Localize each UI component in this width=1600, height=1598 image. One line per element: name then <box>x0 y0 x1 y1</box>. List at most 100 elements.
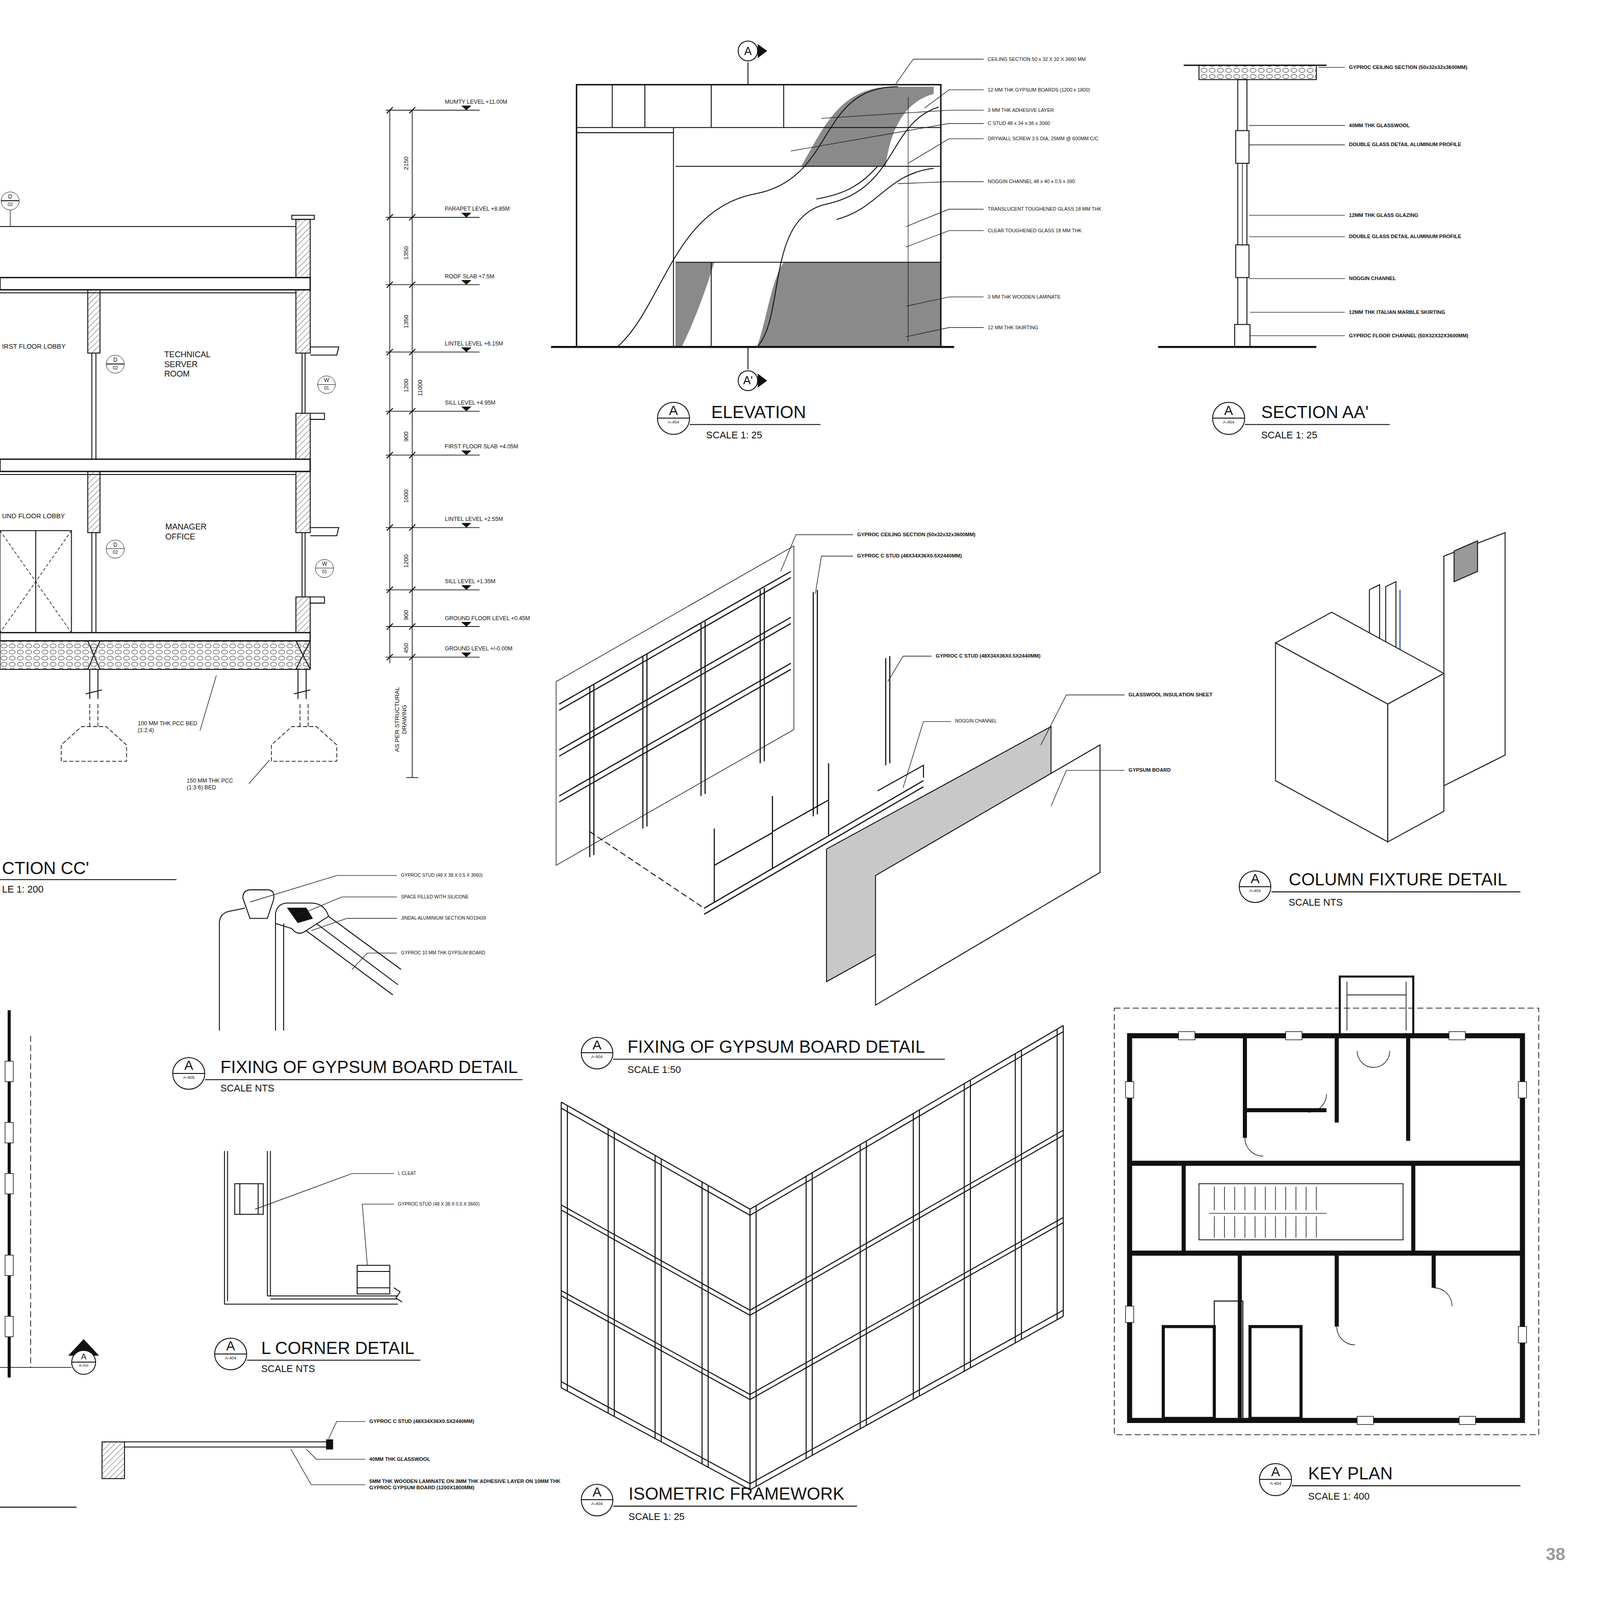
leader-line <box>790 123 984 152</box>
drawing-marker: AA-404 <box>580 1483 614 1517</box>
drawing-title: L CORNER DETAIL <box>261 1337 415 1359</box>
callout: 12 MM THK GYPSUM BOARDS (1200 x 1800) <box>987 87 1090 93</box>
elevation-element <box>576 127 941 129</box>
frame-member <box>970 1079 971 1368</box>
divider-line <box>1 200 19 202</box>
leader-line <box>924 89 984 109</box>
frame-member <box>560 1101 562 1388</box>
callout-holder: GYPROC STUD (48 X 38 X 0.5 X 3660) <box>400 872 483 879</box>
leader-lines <box>10 59 1346 1485</box>
key-plan-element <box>1209 1186 1327 1238</box>
leader-line <box>1249 278 1346 279</box>
partial-plan <box>0 1010 98 1378</box>
frame-member <box>613 1131 615 1417</box>
callout: NOGGIN CHANNEL <box>1348 275 1396 282</box>
l-corner-element <box>357 1264 390 1294</box>
wall-plan-detail-element <box>101 1441 125 1479</box>
callout: 12MM THK GLASS GLAZING <box>1348 212 1419 219</box>
callout-holder: GYPROC CEILING SECTION (50x32x32x3600MM) <box>857 531 976 538</box>
gypsum-fixing-nts <box>219 889 401 1031</box>
dimension: 11000 <box>416 379 424 396</box>
gypsum-fixing-iso-element <box>556 545 794 865</box>
leader-line <box>1250 335 1345 336</box>
gypsum-fixing-iso-element <box>589 831 704 909</box>
scale-note-holder: LE 1: 200 <box>2 883 44 896</box>
key-plan <box>1114 976 1539 1435</box>
key-plan-element <box>1239 1252 1434 1421</box>
leader-line <box>352 952 398 970</box>
key-plan-element <box>1339 976 1414 1036</box>
l-corner-element <box>234 1183 263 1214</box>
leader-line <box>1051 770 1125 806</box>
level-label-holder: GROUND LEVEL +/-0.00M <box>445 645 513 653</box>
elevation-element <box>617 86 898 347</box>
level-column-element <box>389 110 391 663</box>
section-cc-element <box>310 346 339 355</box>
elevation-element <box>675 262 715 347</box>
callout: JINDAL ALUMINIUM SECTION NO19439 <box>400 915 486 921</box>
sheet-number: 01 <box>323 384 329 394</box>
callout-holder: DRYWALL SCREW 3.5 DIA, 25MM @ 600MM C/C <box>987 135 1099 142</box>
leader-line <box>306 1448 366 1460</box>
section-cc-element <box>87 471 101 533</box>
key-plan-element <box>1250 1326 1302 1419</box>
section-cc-element <box>304 353 306 414</box>
key-plan-element <box>1459 1416 1476 1425</box>
drawing-marker: AA-405 <box>172 1057 205 1090</box>
section-cc-element <box>85 669 311 699</box>
drawing-marker: AA-404 <box>1259 1462 1292 1496</box>
gypsum-fixing-iso-element <box>877 765 924 791</box>
section-cc-element <box>295 413 311 460</box>
gypsum-fixing-nts-element <box>287 908 313 923</box>
callout: SPACE FILLED WITH SILICONE <box>400 894 469 900</box>
title-underlines-element <box>1245 423 1390 425</box>
drawing-title: FIXING OF GYPSUM BOARD DETAIL <box>220 1056 519 1078</box>
divider-line <box>657 417 689 419</box>
column-fixture-element <box>1453 540 1478 582</box>
elevation-element <box>644 84 646 128</box>
column-fixture-element <box>1443 532 1506 786</box>
leader-line <box>905 296 984 306</box>
divider-line <box>1259 1478 1291 1480</box>
marker-letter: A <box>669 403 679 418</box>
callout: DOUBLE GLASS DETAIL ALUMINUM PROFILE <box>1348 233 1462 240</box>
level-column-element <box>461 652 472 658</box>
marker-letter: W <box>321 559 328 568</box>
level-label: GROUND FLOOR LEVEL +0.45M <box>445 615 531 622</box>
dimension: 900 <box>402 431 410 442</box>
drawing-marker: AA-404 <box>580 1036 614 1070</box>
section-cc-element <box>310 527 339 536</box>
l-corner-element <box>357 1271 390 1288</box>
key-plan-element <box>1356 1416 1374 1425</box>
leader-line <box>290 1448 366 1485</box>
callout: C STUD 48 x 34 x 36 x 3060 <box>987 120 1050 127</box>
page-number-holder: 38 <box>1545 1543 1566 1565</box>
sheet-number: 02 <box>7 201 13 210</box>
frame-member <box>1014 1053 1016 1343</box>
dimension-holder: 2150 <box>402 156 410 171</box>
dimension-holder: 450 <box>402 642 410 653</box>
callout: L CLEAT <box>397 1170 416 1177</box>
section-cc-element <box>295 289 311 354</box>
key-plan-element <box>1347 981 1407 1031</box>
gypsum-fixing-iso-element <box>875 744 1100 1006</box>
sheet-number: 02 <box>112 548 118 558</box>
section-cc-element <box>304 532 306 598</box>
partial-plan-element <box>4 1061 14 1082</box>
section-cc-element <box>271 726 337 762</box>
frame-member <box>919 1109 920 1396</box>
elevation-element <box>758 45 767 58</box>
scale-note: SCALE 1: 25 <box>706 429 763 442</box>
elevation <box>551 45 955 387</box>
callout-holder: GYPROC CEILING SECTION (50x32x32x3600MM) <box>1348 64 1467 71</box>
drawing-title-holder: FIXING OF GYPSUM BOARD DETAIL <box>627 1036 926 1058</box>
leader-line <box>780 534 854 572</box>
level-label: MUMTY LEVEL +11.00M <box>445 98 508 106</box>
level-label: SILL LEVEL +1.35M <box>445 578 496 585</box>
marker-letter: A <box>1224 403 1234 418</box>
door-tag: D02 <box>0 191 20 211</box>
callout-holder: GYPROC 10 MM THK GYPSUM BOARD <box>400 950 486 956</box>
key-plan-element <box>1245 1035 1409 1141</box>
section-cc-element <box>0 292 296 294</box>
scale-note-holder: SCALE 1: 400 <box>1308 1490 1370 1503</box>
